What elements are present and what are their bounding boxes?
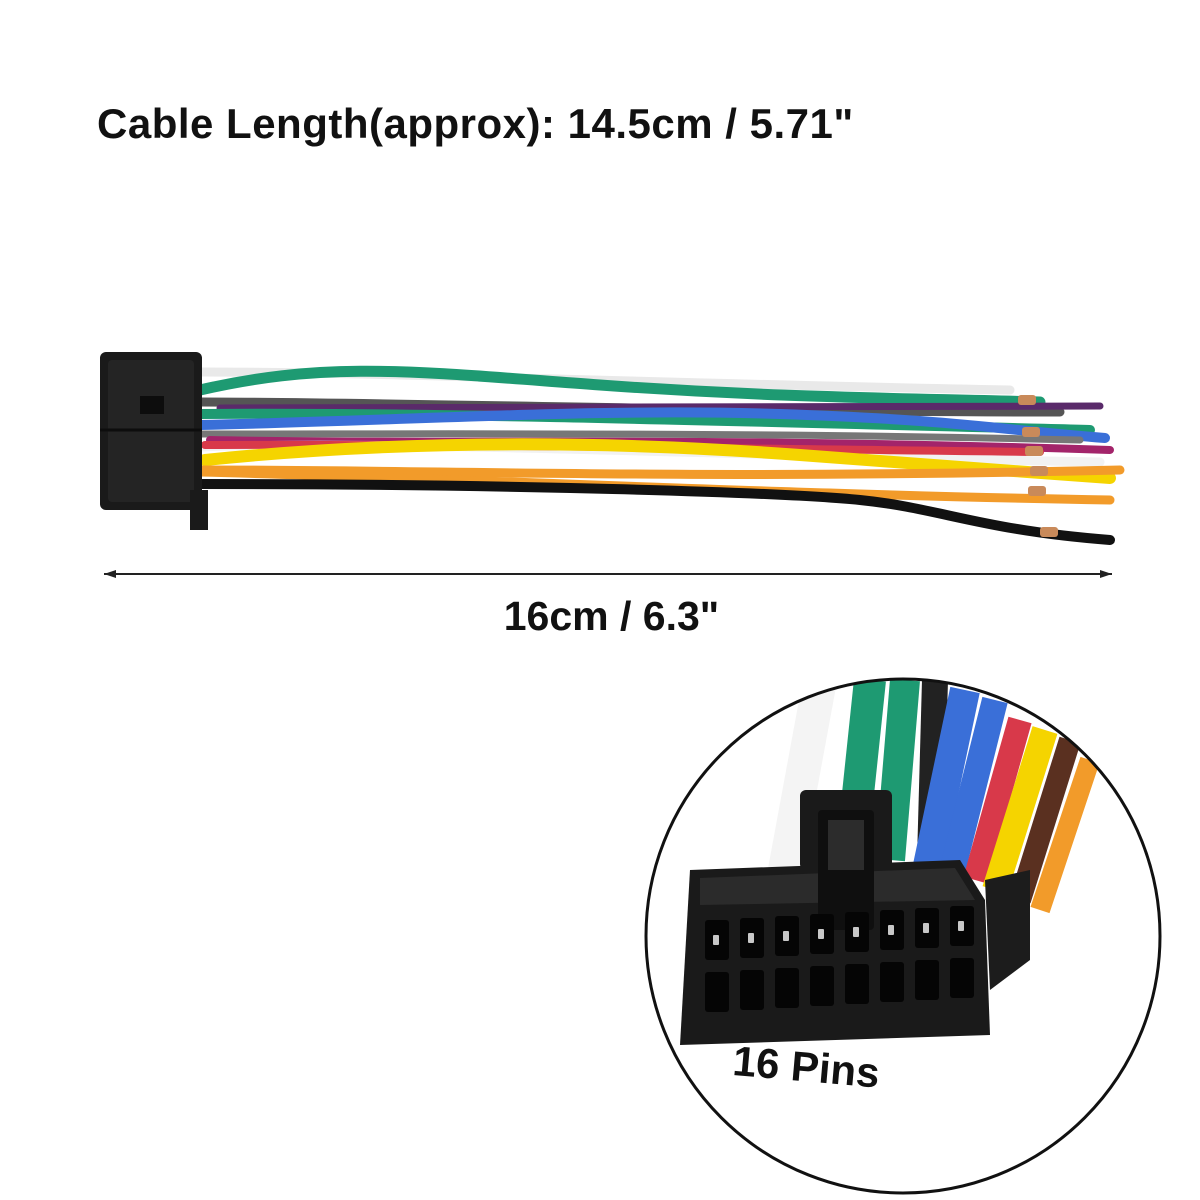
- wire-orange: [195, 465, 1125, 479]
- wire-bundle: [194, 365, 1125, 545]
- zoom-detail: [644, 677, 1162, 1195]
- wire-gray-2: [196, 430, 1084, 444]
- wire-purple: [216, 401, 1104, 412]
- dimension-arrow: [104, 570, 1112, 578]
- wire-black: [195, 479, 1115, 545]
- overall-length-label: 16cm / 6.3": [503, 593, 720, 639]
- wire-green: [194, 365, 1046, 408]
- connector-main: [100, 352, 208, 530]
- wire-blue: [195, 407, 1110, 443]
- cable-length-label: Cable Length(approx): 14.5cm / 5.71": [97, 100, 854, 147]
- wire-ends: [1018, 395, 1058, 537]
